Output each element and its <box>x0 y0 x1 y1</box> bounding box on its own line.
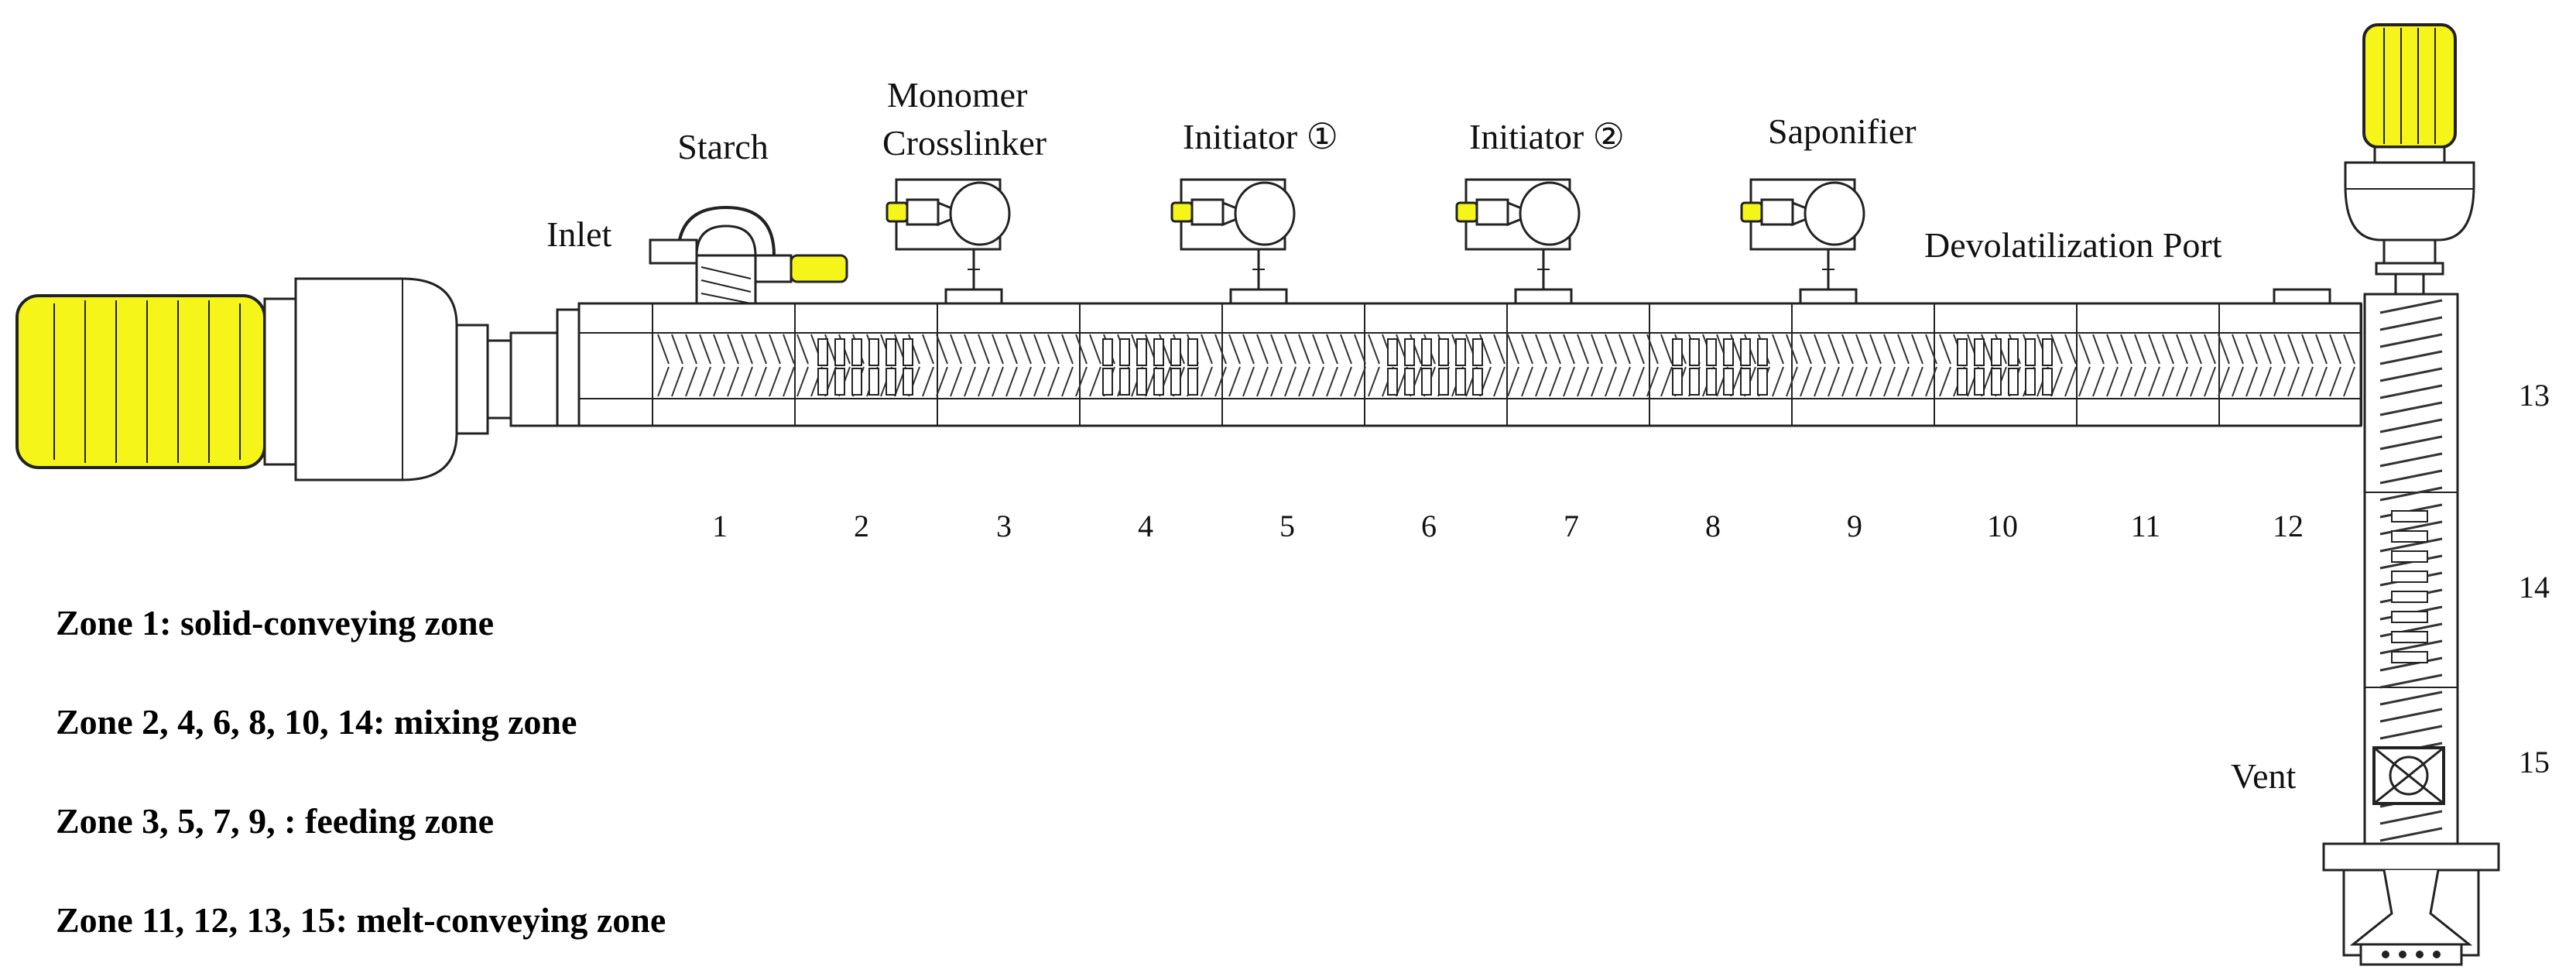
zone-number-4: 4 <box>1138 509 1153 543</box>
devolatilization-port-box <box>2273 288 2331 305</box>
legend-line-3: Zone 3, 5, 7, 9, : feeding zone <box>56 801 494 841</box>
devolatilization-port-label: Devolatilization Port <box>1924 225 2222 265</box>
initiator-1-label: Initiator ① <box>1183 117 1338 156</box>
zone-number-3: 3 <box>996 509 1012 543</box>
zone-number-9: 9 <box>1847 509 1862 543</box>
monomer-pump <box>886 178 1011 305</box>
monomer-label: Monomer <box>887 75 1027 115</box>
inlet-label: Inlet <box>546 214 612 254</box>
zone-number-10: 10 <box>1987 509 2018 543</box>
saponifier-pump <box>1740 178 1865 305</box>
legend-line-2: Zone 2, 4, 6, 8, 10, 14: mixing zone <box>56 702 577 742</box>
zone-number-13: 13 <box>2519 378 2550 413</box>
main-motor <box>15 277 581 481</box>
starch-label: Starch <box>677 127 769 166</box>
zone-number-12: 12 <box>2273 509 2304 543</box>
crosslinker-label: Crosslinker <box>882 123 1046 163</box>
zone-number-11: 11 <box>2131 509 2161 543</box>
zone-number-7: 7 <box>1564 509 1579 543</box>
horizontal-barrel <box>577 302 2362 427</box>
zone-number-14: 14 <box>2519 570 2550 605</box>
starch-feeder <box>649 205 848 305</box>
zone-number-8: 8 <box>1705 509 1721 543</box>
legend-line-4: Zone 11, 12, 13, 15: melt-conveying zone <box>56 900 666 940</box>
vertical-motor <box>2344 23 2475 296</box>
initiator-1-pump <box>1170 178 1296 305</box>
zone-number-6: 6 <box>1421 509 1437 543</box>
zone-number-5: 5 <box>1279 509 1295 543</box>
zone-number-2: 2 <box>854 509 869 543</box>
initiator-2-label: Initiator ② <box>1469 117 1625 156</box>
vent-valve <box>2372 746 2445 805</box>
zone-legend: Zone 1: solid-conveying zone Zone 2, 4, … <box>56 603 666 940</box>
legend-line-1: Zone 1: solid-conveying zone <box>56 603 494 642</box>
initiator-2-pump <box>1455 178 1581 305</box>
zone-number-1: 1 <box>712 509 728 543</box>
saponifier-label: Saponifier <box>1768 111 1917 151</box>
zone-number-15: 15 <box>2519 745 2550 780</box>
vent-label: Vent <box>2231 756 2297 796</box>
